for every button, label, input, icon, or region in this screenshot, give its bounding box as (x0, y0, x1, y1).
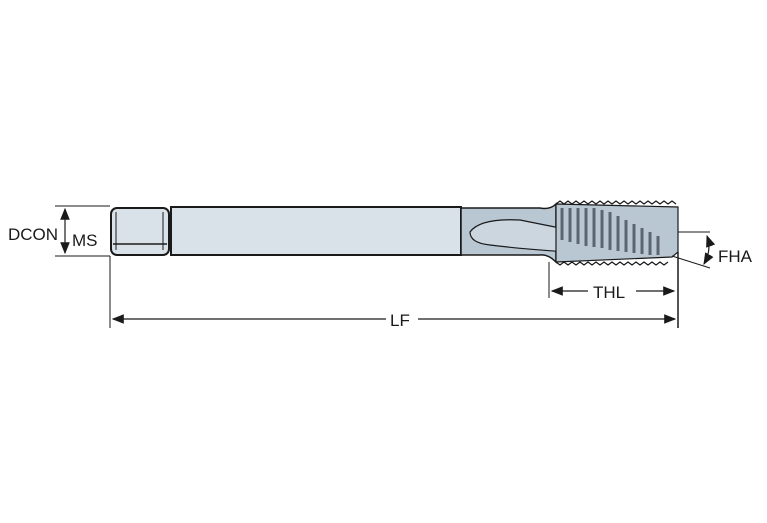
dcon-label: DCON (8, 225, 58, 244)
thl-dimension (548, 262, 676, 298)
ms-label: MS (72, 231, 98, 250)
shank (170, 206, 462, 256)
lf-dimension (109, 252, 679, 328)
threaded-section (555, 200, 679, 266)
thl-label: THL (593, 283, 625, 302)
dcon-dimension (55, 205, 110, 257)
lf-label: LF (390, 311, 410, 330)
fha-label: FHA (718, 247, 753, 266)
square-drive-end (110, 207, 170, 256)
